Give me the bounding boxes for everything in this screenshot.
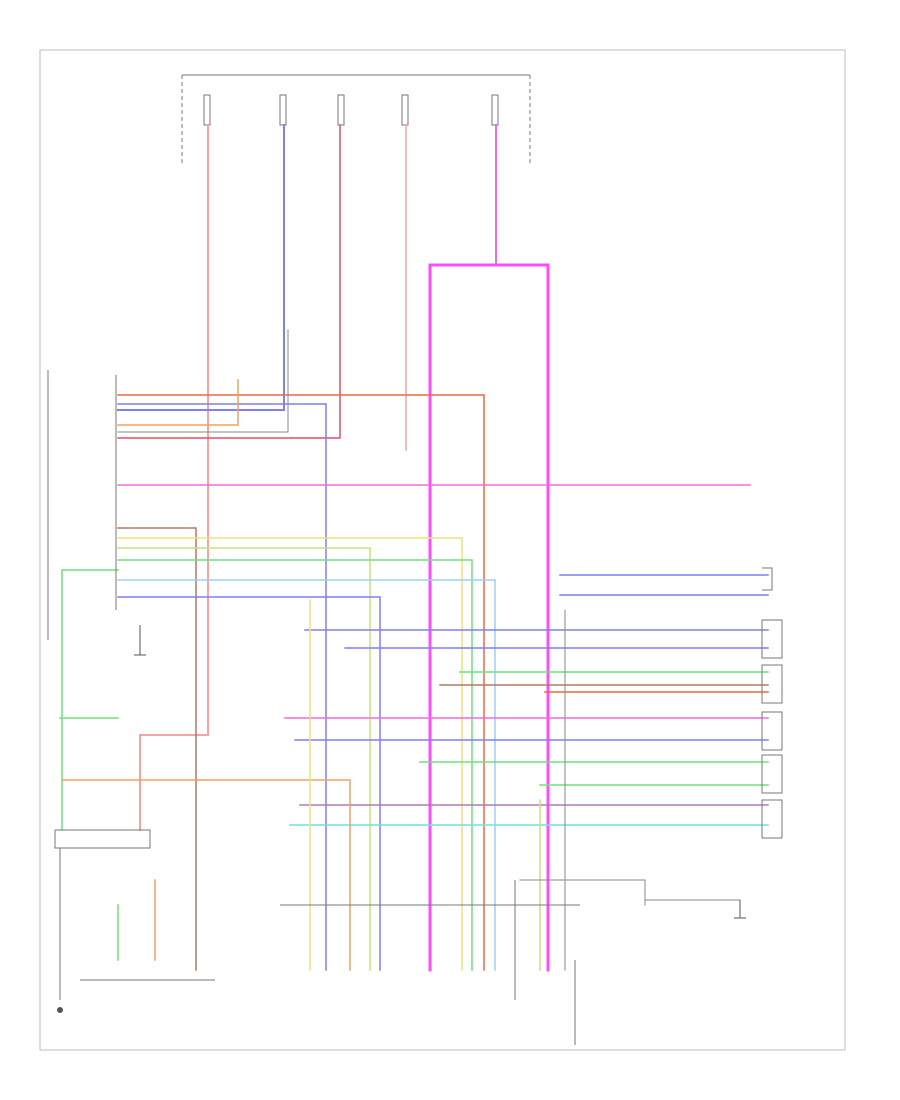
fuse-2 xyxy=(279,94,287,126)
speaker-right-front-door xyxy=(761,619,783,659)
fuse-1 xyxy=(203,94,211,126)
amplifier-connector xyxy=(280,880,580,1045)
ground-3 xyxy=(57,1007,63,1013)
wire-1 xyxy=(139,124,209,831)
wire-32 xyxy=(61,569,119,831)
speaker-left-front-door xyxy=(762,567,773,591)
switch-assembly xyxy=(54,829,215,1000)
ground-symbols xyxy=(57,625,746,1013)
wire-14 xyxy=(117,537,463,971)
fuse-5 xyxy=(491,94,499,126)
wire-8 xyxy=(117,394,485,971)
fuse-3 xyxy=(337,94,345,126)
radio-connector xyxy=(47,370,117,640)
wire-10 xyxy=(117,379,239,426)
wire-16 xyxy=(117,559,473,971)
wire-11 xyxy=(117,329,289,433)
speaker-right-door xyxy=(761,799,783,839)
wire-3 xyxy=(117,124,341,439)
wire-42 xyxy=(644,899,741,906)
wire-17 xyxy=(117,579,496,971)
speaker-left-door xyxy=(761,754,783,794)
wire-13 xyxy=(117,527,197,971)
speaker-connectors xyxy=(761,567,783,839)
speaker-right-rear xyxy=(761,711,783,751)
ground-1 xyxy=(134,625,146,656)
ground-2 xyxy=(734,900,746,919)
wire-33 xyxy=(61,779,351,971)
speaker-left-rear xyxy=(761,664,783,704)
wire-2 xyxy=(117,124,285,411)
fuse-panel xyxy=(181,74,531,165)
wire-18 xyxy=(117,596,381,971)
wire-6 xyxy=(428,263,550,972)
wire-9 xyxy=(117,403,327,971)
diagram-frame xyxy=(39,49,846,1051)
fuse-4 xyxy=(401,94,409,126)
wires xyxy=(59,124,769,972)
wire-41 xyxy=(519,879,646,906)
wire-15 xyxy=(117,547,371,971)
